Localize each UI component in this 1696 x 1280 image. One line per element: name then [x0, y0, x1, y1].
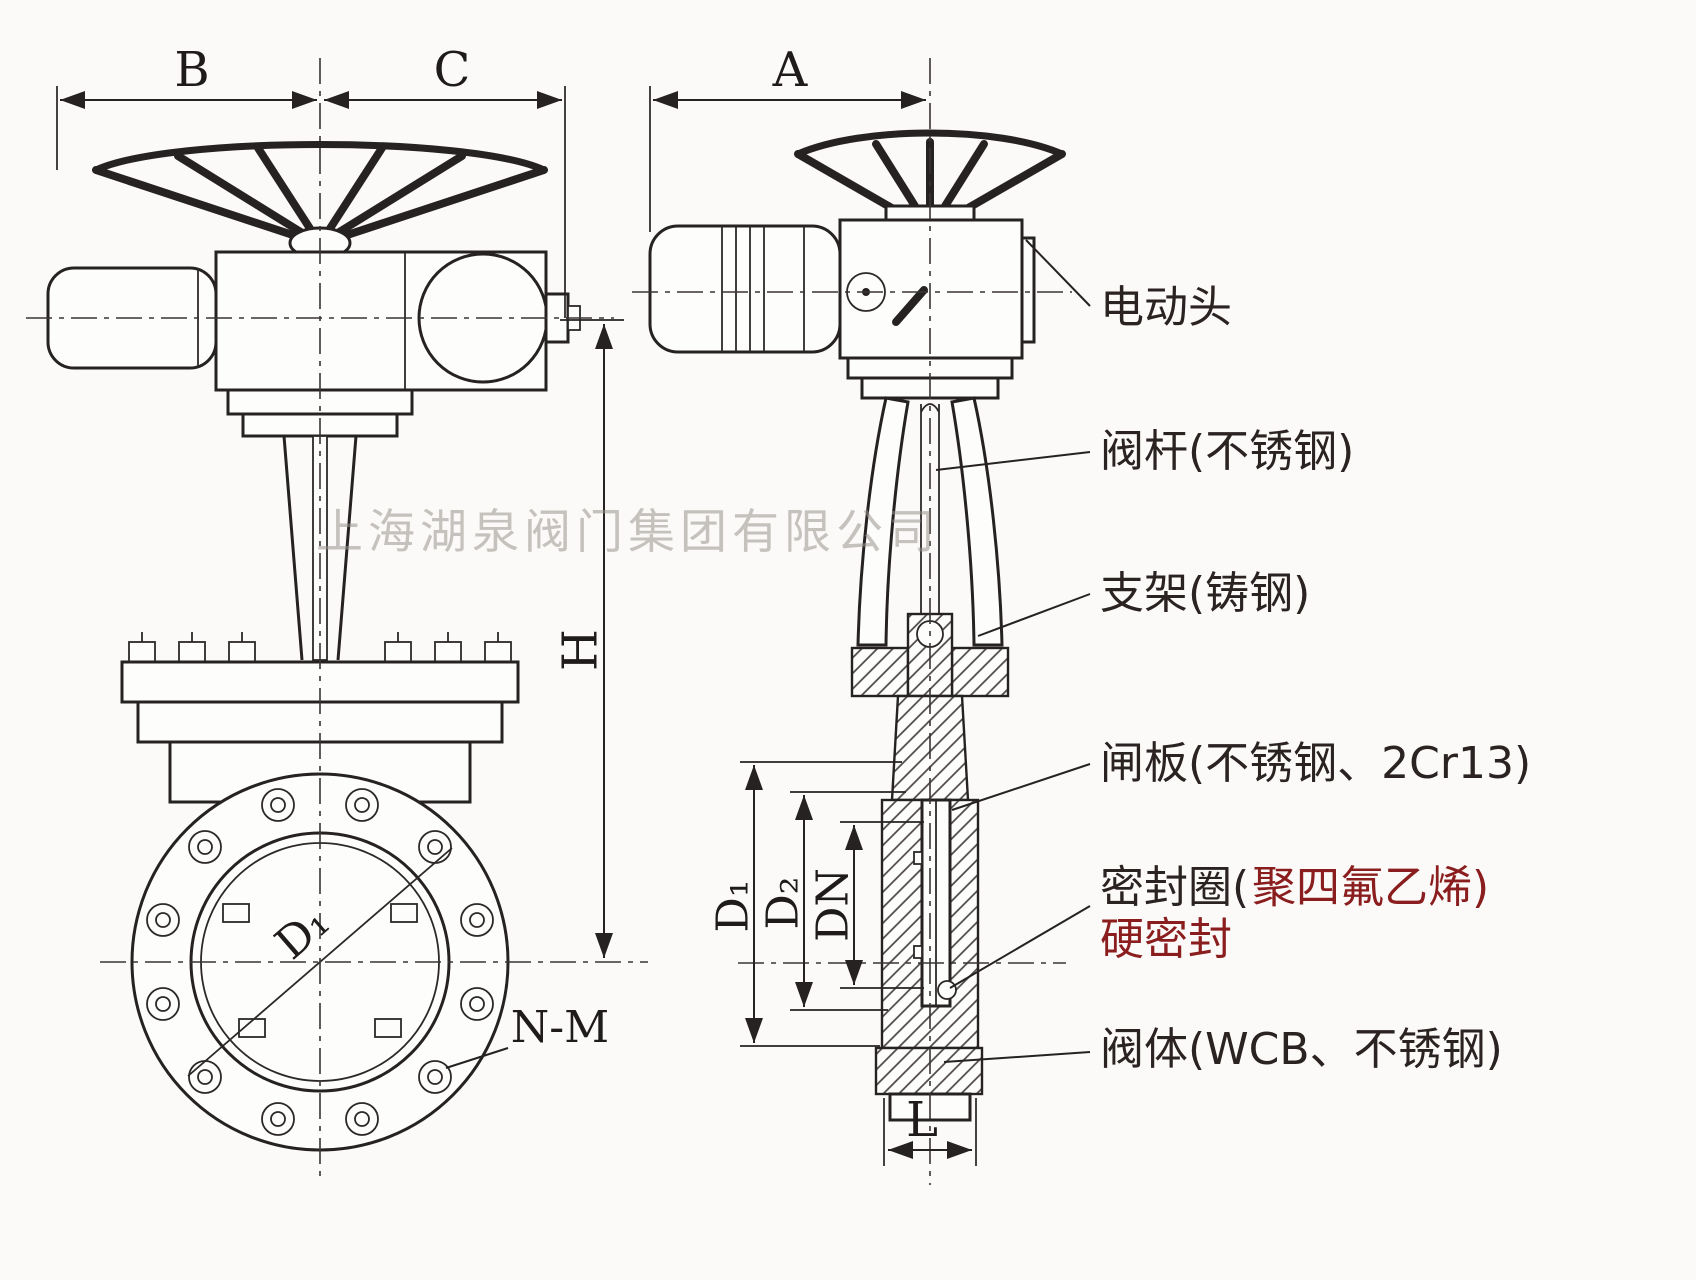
- label-body: 阀体(WCB、不锈钢): [1100, 1024, 1503, 1075]
- side-actuator: [648, 204, 1036, 400]
- dim-label-nm: N-M: [511, 1002, 609, 1053]
- side-view: [648, 129, 1066, 1122]
- bonnet-bolts: [128, 632, 512, 663]
- flange-bolt-holes: [146, 788, 494, 1136]
- front-actuator: [46, 250, 581, 392]
- dim-label-a: A: [772, 42, 809, 98]
- label-seal-part1: 密封圈(: [1100, 862, 1249, 913]
- dim-label-h: H: [553, 629, 609, 671]
- dim-label-b: B: [174, 42, 209, 98]
- label-seal-part2: 聚四氟乙烯): [1252, 862, 1489, 913]
- label-actuator: 电动头: [1100, 282, 1232, 333]
- label-seal-line2: 硬密封: [1100, 914, 1232, 965]
- dim-label-d1-side: D₁: [708, 880, 759, 933]
- seal-ring-section: [937, 980, 957, 1000]
- front-view: [46, 141, 581, 1152]
- label-bracket: 支架(铸钢): [1100, 568, 1310, 619]
- label-gate: 闸板(不锈钢、2Cr13): [1100, 738, 1531, 789]
- side-body-section: [874, 798, 984, 1122]
- watermark-text: 上海湖泉阀门集团有限公司: [316, 505, 940, 560]
- crank-lever: [892, 286, 928, 326]
- part-labels: 电动头 阀杆(不锈钢) 支架(铸钢) 闸板(不锈钢、2Cr13) 密封圈( 聚四…: [935, 239, 1531, 1075]
- label-stem: 阀杆(不锈钢): [1100, 426, 1354, 477]
- dim-label-dn: DN: [808, 868, 859, 942]
- dim-label-d2: D₂: [758, 877, 809, 930]
- dim-label-c: C: [434, 42, 471, 98]
- centerlines: [26, 58, 1072, 1185]
- front-handwheel: [92, 141, 548, 260]
- dimensions: B C A H D₁ N-M D₁ D₂ DN: [56, 42, 977, 1166]
- side-bracket: [856, 396, 1004, 648]
- dim-label-l: L: [906, 1092, 938, 1148]
